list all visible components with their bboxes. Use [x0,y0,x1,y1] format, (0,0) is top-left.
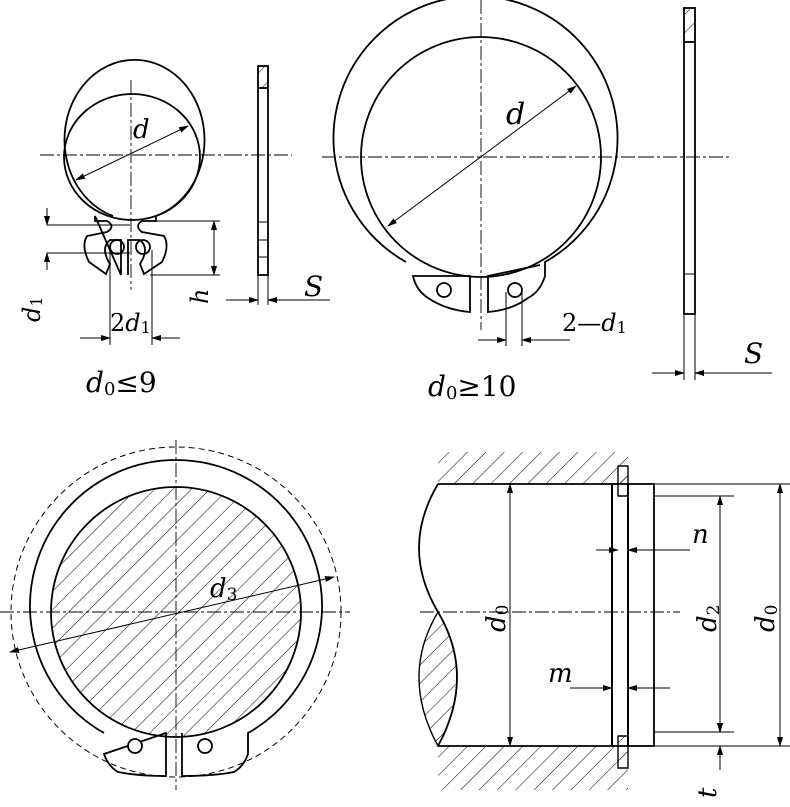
small-d1-label: d1 [18,296,46,322]
large-ring-outline [332,0,619,313]
small-d-label: d [133,115,150,145]
small-ring-side-view [257,65,269,276]
large-2d1-label: 2—d1 [562,309,627,337]
section-d0-right-label: d0 [751,605,782,632]
shaft-break-hatch [418,610,458,748]
small-h-label: h [186,289,214,304]
large-caption: d0≥10 [428,370,516,404]
large-ring-side-view [683,7,696,315]
large-ring-hole-left [436,282,452,298]
section-n-label: n [692,520,709,550]
large-ring-hole-right [507,282,523,298]
small-ring-figure: d d1 h 2d1 S d0≤9 [18,59,330,400]
section-d0-left-label: d0 [482,605,513,632]
small-ring-inner [63,93,201,221]
small-caption: d0≤9 [86,366,157,400]
small-ring-hole-left [109,239,125,255]
small-2d1-label: 2d1 [110,309,151,337]
housing-bottom [438,746,628,790]
installed-ring-figure: d3 [0,440,350,790]
section-d2-label: d2 [693,605,724,632]
section-t-label: t [693,787,723,798]
installed-hole-left [127,738,143,754]
large-ring-figure: d 2—d1 S d0≥10 [322,0,772,404]
installed-d3-label: d3 [210,574,237,605]
small-ring-outline [63,59,206,276]
housing-top [438,452,628,484]
section-m-label: m [548,659,573,689]
large-d-label: d [506,97,525,132]
section-figure: d0 n d2 d0 m t [418,452,790,798]
small-ring-hole-right [135,239,151,255]
installed-hole-right [197,738,213,754]
small-s-label: S [304,270,323,303]
section-ring [611,483,629,747]
large-s-label: S [744,337,763,370]
